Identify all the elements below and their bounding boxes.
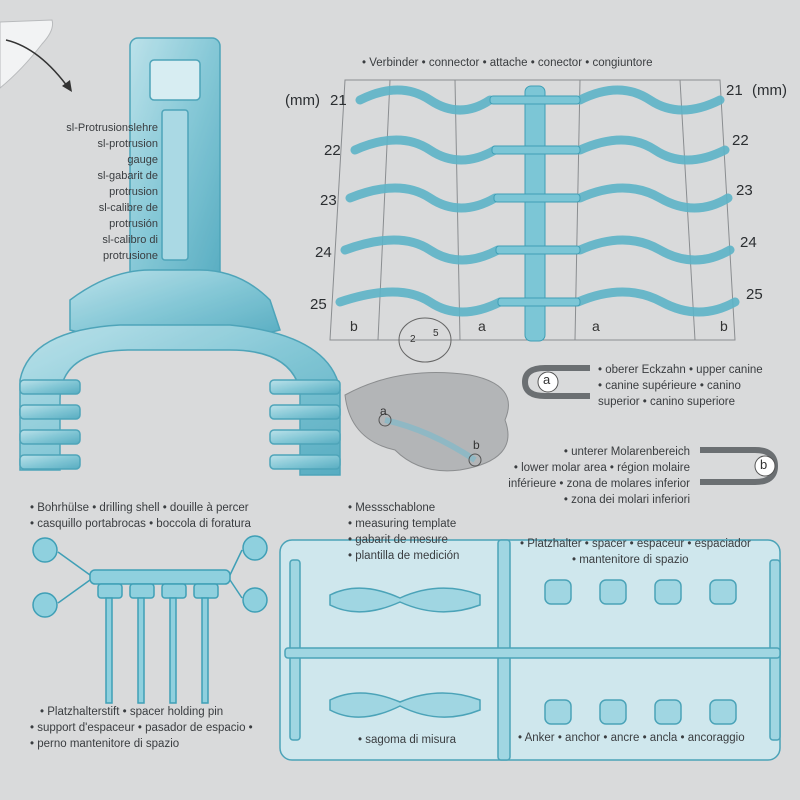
protrusion-gauge-label-line: sl-protrusion [97,138,158,150]
spacer-label-line: • Platzhalter • spacer • espaceur • espa… [520,538,751,550]
drilling-shell-label: • Bohrhülse • drilling shell • douille à… [30,500,251,532]
size-right: 22 [732,132,749,149]
spacer-holding-pin-label: • Platzhalterstift • spacer holding pin … [30,704,253,752]
lower-molar-label-line: • lower molar area • région molaire [513,462,690,474]
size-right: 24 [740,234,757,251]
protrusion-gauge-part [19,37,341,476]
connector-heading: • Verbinder • connector • attache • cone… [362,57,653,69]
upper-canine-label: • oberer Eckzahn • upper canine • canine… [598,362,763,410]
measuring-template-label-line: • plantilla de medición [348,550,460,562]
size-left: 23 [320,192,337,209]
upper-canine-label-line: • oberer Eckzahn • upper canine [598,364,763,376]
size-right: 23 [736,182,753,199]
corner-curl-icon [0,19,72,92]
drilling-shell-label-line: • casquillo portabrocas • boccola di for… [30,518,251,530]
column-letter: a [478,318,486,334]
size-left: 25 [310,296,327,313]
unit-left: (mm) [285,92,320,109]
protrusion-gauge-label-line: protrusión [109,218,158,230]
size-right: 21 [726,82,743,99]
lower-molar-letter: b [760,457,768,472]
protrusion-gauge-label-line: sl-calibro di [102,234,158,246]
spacer-holding-pin-label-line: • perno mantenitore di spazio [30,738,180,750]
spacer-label: • Platzhalter • spacer • espaceur • espa… [520,536,751,568]
size-left: 22 [324,142,341,159]
upper-canine-label-line: • canine supérieure • canino [598,380,741,392]
connector-spine [489,85,581,342]
lower-molar-label-line: • zona dei molari inferiori [563,494,690,506]
measuring-template-label-line: • gabarit de mesure [348,534,448,546]
measuring-template-bottom-label: • sagoma di misura [358,734,456,746]
dental-arch-scan-image [344,372,509,472]
upper-canine-hook-icon [521,365,590,399]
spacer-holding-pin-label-line: • support d'espaceur • pasador de espaci… [30,722,253,734]
measuring-template-label-line: • measuring template [348,518,457,530]
unit-right: (mm) [752,82,787,99]
mini-number: 2 [410,334,416,345]
size-left: 21 [330,92,347,109]
upper-canine-label-line: superior • canino superiore [598,396,735,408]
spacer-holding-pin-label-line: • Platzhalterstift • spacer holding pin [40,706,224,718]
column-letter: b [720,318,728,334]
upper-canine-letter: a [543,372,551,387]
lower-molar-label-line: inférieure • zona de molares inferior [508,478,690,490]
drilling-shell-label-line: • Bohrhülse • drilling shell • douille à… [30,502,249,514]
drilling-shell-part [32,535,268,704]
protrusion-gauge-label-line: sl-Protrusionslehre [66,122,158,134]
protrusion-gauge-label-line: gauge [127,154,158,166]
connector-springs [335,85,740,317]
protrusion-gauge-label-line: sl-calibre de [98,202,158,214]
measuring-template-label-line: • Messschablone [348,502,436,514]
protrusion-gauge-label-line: protrusione [102,250,158,262]
measuring-template-label: • Messschablone • measuring template • g… [348,500,459,564]
size-right: 25 [746,286,763,303]
anchor-label: • Anker • anchor • ancre • ancla • ancor… [518,732,745,744]
protrusion-gauge-label-line: sl-gabarit de [97,170,158,182]
scan-letter-a: a [380,404,387,418]
lower-molar-label: • unterer Molarenbereich • lower molar a… [500,444,690,508]
protrusion-gauge-label-line: protrusion [109,186,158,198]
mini-connector-icon [398,317,452,363]
spacer-label-line: • mantenitore di spazio [572,554,689,566]
lower-molar-label-line: • unterer Molarenbereich [563,446,690,458]
scan-letter-b: b [473,438,480,452]
column-letter: b [350,318,358,334]
column-letter: a [592,318,600,334]
size-left: 24 [315,244,332,261]
mini-number: 5 [433,328,439,339]
measuring-template-sprue [279,539,781,761]
connector-grid [329,79,736,341]
protrusion-gauge-label: sl-Protrusionslehre sl-protrusion gauge … [0,120,158,264]
